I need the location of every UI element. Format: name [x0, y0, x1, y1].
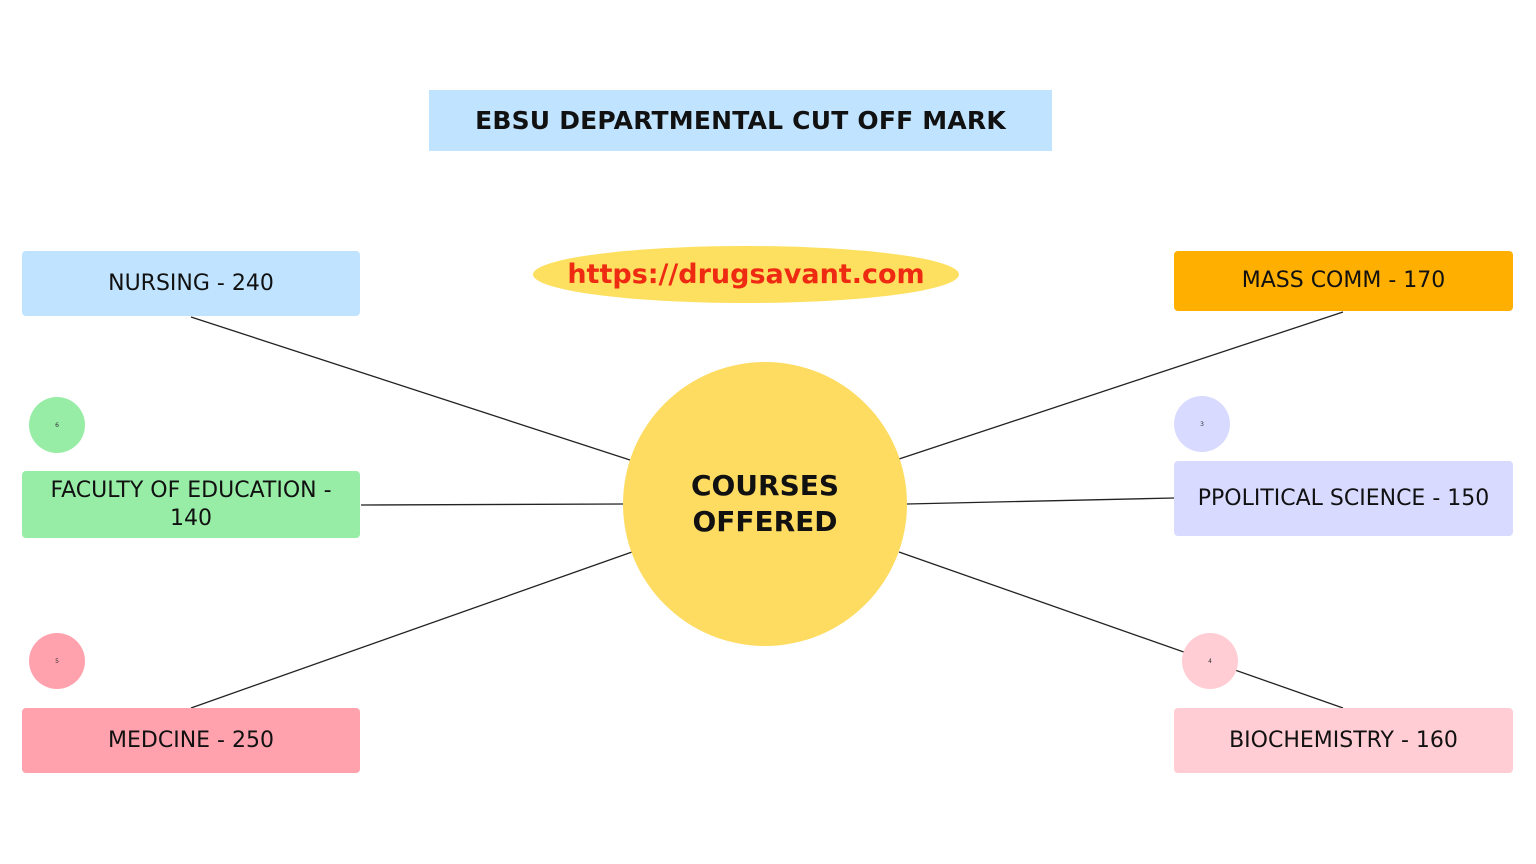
- badge-4: 4: [1182, 633, 1238, 689]
- link-biochemistry: [898, 551, 1344, 709]
- node-medicine: MEDCINE - 250: [22, 708, 360, 773]
- central-topic: COURSES OFFERED: [623, 362, 907, 646]
- badge-5: 5: [29, 633, 85, 689]
- node-faculty-of-education: FACULTY OF EDUCATION - 140: [22, 471, 360, 538]
- node-biochemistry: BIOCHEMISTRY - 160: [1174, 708, 1513, 773]
- badge-6: 6: [29, 397, 85, 453]
- source-url: https://drugsavant.com: [533, 246, 959, 303]
- link-political-science: [906, 497, 1175, 505]
- node-political-science: PPOLITICAL SCIENCE - 150: [1174, 461, 1513, 536]
- central-topic-label: COURSES OFFERED: [690, 469, 840, 538]
- diagram-title: EBSU DEPARTMENTAL CUT OFF MARK: [429, 90, 1052, 151]
- node-mass-comm: MASS COMM - 170: [1174, 251, 1513, 311]
- node-nursing: NURSING - 240: [22, 251, 360, 316]
- link-education: [360, 503, 624, 506]
- link-medicine: [190, 551, 633, 709]
- link-nursing: [190, 316, 631, 461]
- badge-3: 3: [1174, 396, 1230, 452]
- link-mass-comm: [898, 311, 1344, 460]
